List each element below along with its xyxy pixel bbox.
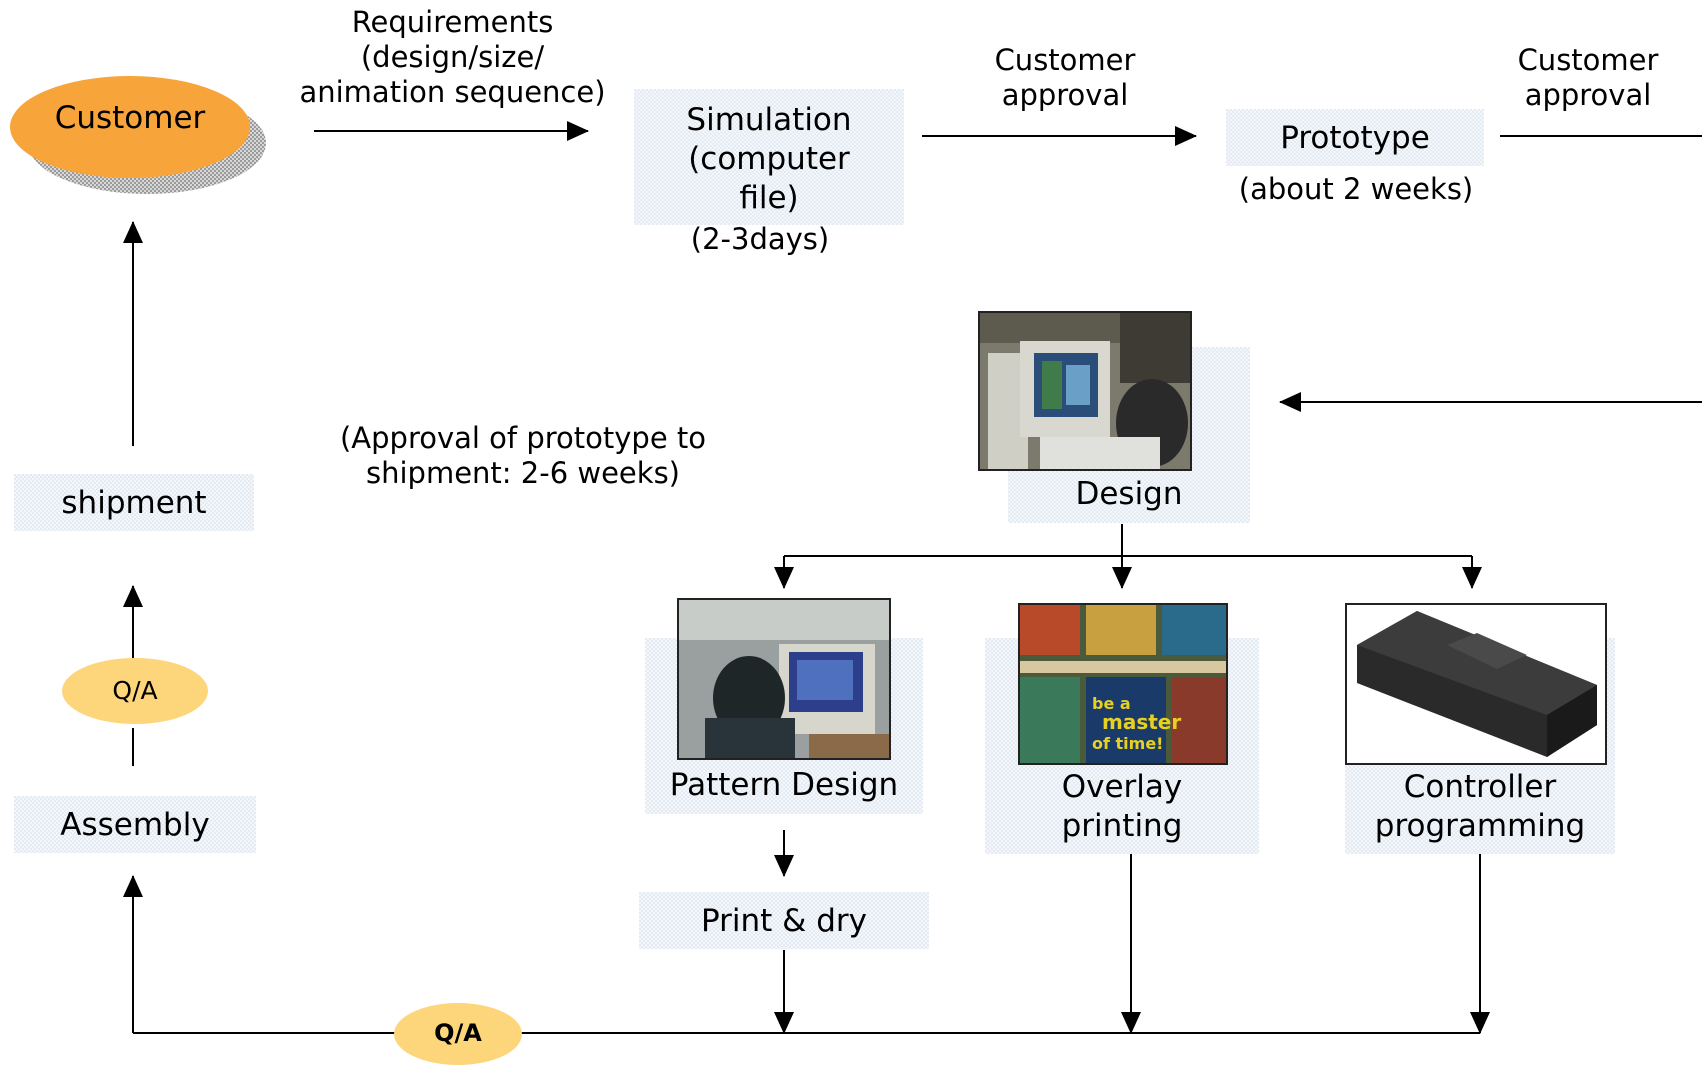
approval-1-line-1: Customer xyxy=(994,43,1136,77)
requirements-line-3: animation sequence) xyxy=(299,75,606,109)
qa-left-ellipse xyxy=(62,658,208,724)
pattern-design-photo xyxy=(677,598,891,760)
simulation-line-1: Simulation xyxy=(686,102,852,138)
overlay-printing-photo: be a master of time! xyxy=(1018,603,1228,765)
overlay-printing-line-1: Overlay xyxy=(1061,769,1183,805)
overlay-printing-photo-image: be a master of time! xyxy=(1020,605,1226,763)
shipment-box xyxy=(14,474,254,531)
requirements-label: Requirements (design/size/ animation seq… xyxy=(290,5,615,110)
overlay-printing-label: Overlay printing xyxy=(985,768,1259,846)
prototype-label: Prototype xyxy=(1280,120,1430,156)
approval-duration-note: (Approval of prototype to shipment: 2-6 … xyxy=(320,421,726,491)
customer-ellipse xyxy=(10,76,250,178)
print-dry-box xyxy=(639,892,929,949)
controller-photo xyxy=(1345,603,1607,765)
prototype-box xyxy=(1226,109,1484,166)
overlay-photo-text-1: be a xyxy=(1092,694,1131,713)
controller-programming-line-2: programming xyxy=(1374,808,1586,844)
approval-note-line-2: shipment: 2-6 weeks) xyxy=(366,456,680,490)
approval-1-line-2: approval xyxy=(1001,78,1129,112)
prototype-duration: (about 2 weeks) xyxy=(1238,172,1474,206)
approval-note-line-1: (Approval of prototype to xyxy=(339,421,707,455)
design-label: Design xyxy=(1075,476,1183,512)
customer-label: Customer xyxy=(54,100,206,136)
controller-device-image xyxy=(1347,605,1605,763)
assembly-box xyxy=(14,796,256,853)
requirements-line-2: (design/size/ xyxy=(360,40,545,74)
qa-left-label: Q/A xyxy=(112,676,158,705)
qa-bottom-label: Q/A xyxy=(434,1019,482,1047)
design-photo-image xyxy=(980,313,1190,469)
simulation-line-3: file) xyxy=(739,180,799,216)
assembly-label: Assembly xyxy=(60,807,210,843)
simulation-line-2: (computer xyxy=(688,141,850,177)
approval-2-line-2: approval xyxy=(1524,78,1652,112)
shipment-label: shipment xyxy=(61,485,207,521)
controller-programming-label: Controller programming xyxy=(1345,768,1615,846)
pattern-design-photo-image xyxy=(679,600,889,758)
approval-2-line-1: Customer xyxy=(1517,43,1659,77)
pattern-design-label: Pattern Design xyxy=(669,767,899,803)
customer-approval-2: Customer approval xyxy=(1488,43,1688,113)
overlay-photo-text-3: of time! xyxy=(1092,734,1163,753)
design-photo xyxy=(978,311,1192,471)
controller-programming-line-1: Controller xyxy=(1403,769,1557,805)
simulation-label: Simulation (computer file) xyxy=(634,101,904,218)
simulation-box xyxy=(634,89,904,225)
overlay-printing-line-2: printing xyxy=(1061,808,1183,844)
overlay-photo-text-2: master xyxy=(1102,710,1181,734)
simulation-duration: (2-3days) xyxy=(690,222,830,256)
qa-bottom-ellipse xyxy=(394,1003,522,1065)
print-dry-label: Print & dry xyxy=(701,903,867,939)
requirements-line-1: Requirements xyxy=(351,5,554,39)
customer-approval-1: Customer approval xyxy=(960,43,1170,113)
